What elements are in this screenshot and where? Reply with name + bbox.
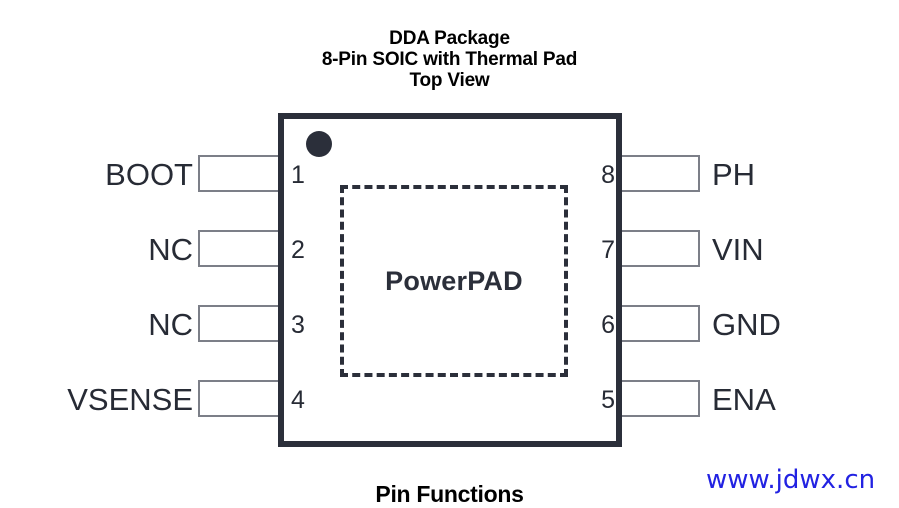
pin-number-6: 6: [601, 311, 615, 339]
lead-pin-6: [618, 305, 700, 342]
pin-label-boot: BOOT: [105, 157, 193, 192]
pin-label-vsense: VSENSE: [67, 382, 193, 417]
lead-pin-4: [198, 380, 280, 417]
pin-number-3: 3: [291, 311, 305, 339]
thermal-pad-region: PowerPAD: [340, 185, 568, 377]
thermal-pad-label: PowerPAD: [385, 265, 523, 296]
lead-pin-8: [618, 155, 700, 192]
pin-functions-caption: Pin Functions: [375, 481, 524, 507]
site-watermark: www.jdwx.cn: [706, 465, 876, 495]
pin-1-indicator-dot-icon: [306, 131, 332, 157]
lead-pin-7: [618, 230, 700, 267]
diagram-title: DDA Package 8-Pin SOIC with Thermal Pad …: [0, 28, 899, 91]
lead-pin-1: [198, 155, 280, 192]
pin-number-7: 7: [601, 236, 615, 264]
pin-number-1: 1: [291, 161, 305, 189]
pin-label-ph: PH: [712, 157, 756, 192]
title-line-description: 8-Pin SOIC with Thermal Pad: [321, 49, 578, 70]
pin-label-nc-2: NC: [148, 232, 193, 267]
lead-pin-2: [198, 230, 280, 267]
pin-label-vin: VIN: [712, 232, 764, 267]
pin-label-nc-3: NC: [148, 307, 193, 342]
pin-label-ena: ENA: [712, 382, 776, 417]
title-line-package: DDA Package: [389, 28, 510, 49]
lead-pin-3: [198, 305, 280, 342]
pin-label-gnd: GND: [712, 307, 781, 342]
title-line-view: Top View: [409, 70, 490, 91]
pin-number-5: 5: [601, 386, 615, 414]
pin-number-4: 4: [291, 386, 305, 414]
pin-number-2: 2: [291, 236, 305, 264]
lead-pin-5: [618, 380, 700, 417]
pin-number-8: 8: [601, 161, 615, 189]
